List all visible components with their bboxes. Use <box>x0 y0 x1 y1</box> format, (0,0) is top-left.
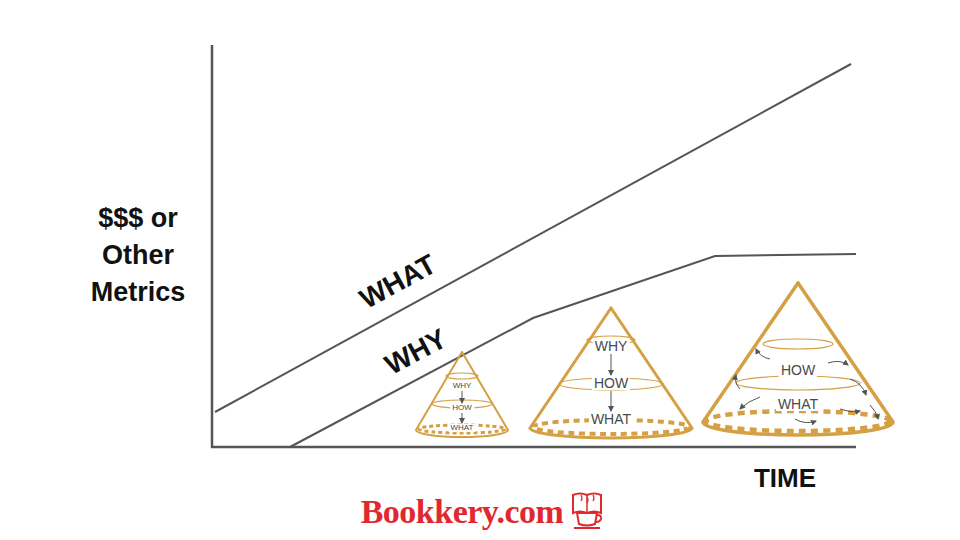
cone-layer-label: HOW <box>450 404 474 412</box>
cone-layer-label: WHAT <box>449 424 476 432</box>
line-label: WHY <box>381 324 452 379</box>
cup-handle <box>596 515 601 522</box>
cone-side <box>462 352 508 430</box>
cone-layer-label: WHY <box>451 382 474 390</box>
cone-layer-label: HOW <box>592 376 630 390</box>
cone-base-dashed <box>419 425 505 433</box>
flow-arrow <box>462 413 463 423</box>
flow-arrow <box>462 391 463 403</box>
swirl-arrow <box>850 379 866 395</box>
cone-layer-label: HOW <box>779 363 817 377</box>
swirl-arrow <box>840 409 860 412</box>
cone-side <box>416 352 462 430</box>
book-outline <box>573 494 601 514</box>
cone-outline <box>700 279 896 441</box>
swirl-arrow <box>828 361 848 365</box>
cone-layer-label: WHY <box>593 339 630 353</box>
x-axis <box>211 446 856 449</box>
cone-side <box>530 308 611 428</box>
axis-label: TIME <box>754 465 816 491</box>
pyramid-cone: WHY HOW WHAT <box>414 348 510 440</box>
cone-side <box>611 308 692 428</box>
saucer <box>574 527 600 529</box>
y-axis <box>211 45 214 448</box>
swirl-arrow <box>795 419 816 423</box>
pyramid-cone: WHY HOW WHAT <box>528 304 694 442</box>
cone-base-dashed <box>706 411 890 431</box>
swirl-arrow <box>740 397 760 409</box>
cone-layer-ring <box>736 376 860 390</box>
swirl-arrow <box>756 349 770 359</box>
flow-arrow <box>611 391 612 411</box>
cone-layer-label: WHAT <box>589 412 633 426</box>
axis-label: $$$ or Other Metrics <box>91 200 186 311</box>
cone-layer-ring <box>446 373 478 379</box>
line-label: WHAT <box>355 250 440 314</box>
what-trend-line <box>215 64 851 412</box>
coffee-book-icon <box>567 491 607 531</box>
cone-layer-label: WHAT <box>776 397 820 411</box>
steam <box>581 495 594 503</box>
cup-body <box>577 513 597 526</box>
watermark: Bookkery.com <box>361 495 564 529</box>
pyramid-cone: HOW WHAT <box>700 279 896 441</box>
cone-layer-ring <box>763 339 833 349</box>
swirl-arrow <box>736 375 741 389</box>
flow-arrow <box>611 354 612 375</box>
swirl-arrow <box>870 405 878 419</box>
